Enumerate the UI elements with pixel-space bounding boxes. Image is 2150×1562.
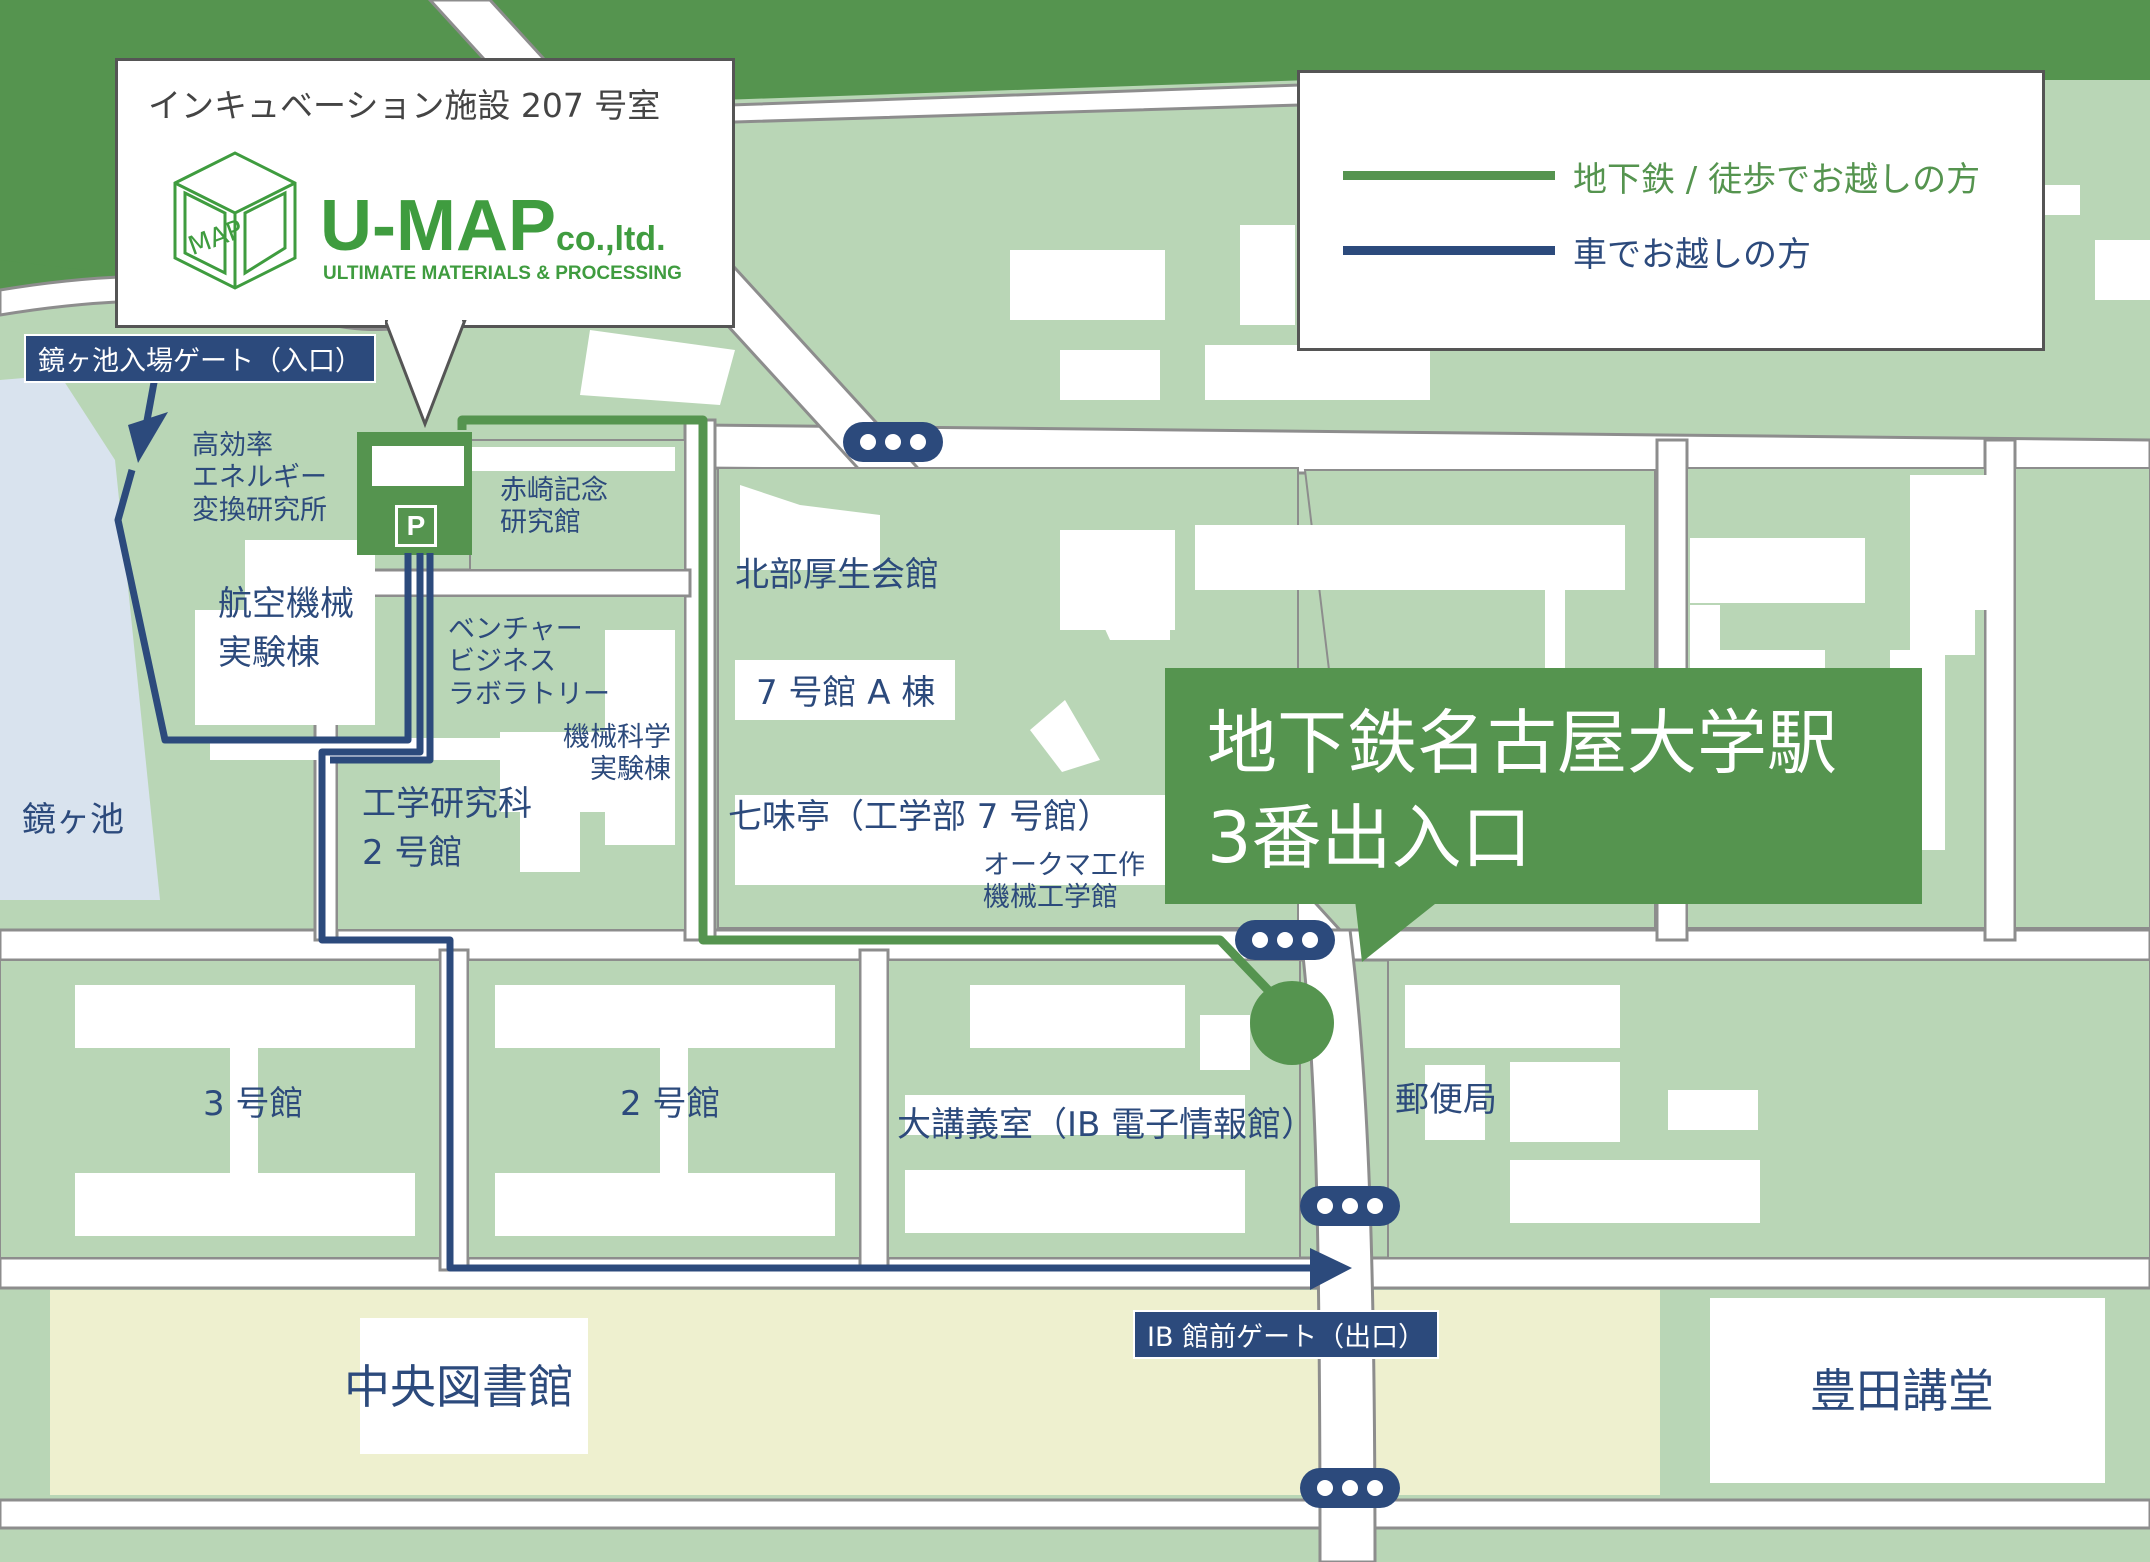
entry-gate-label: 鏡ヶ池入場ゲート（入口） (24, 334, 376, 383)
callout-pointer (385, 320, 467, 429)
station-callout (1165, 668, 1922, 904)
traffic-signal (843, 422, 943, 462)
label-bldg-7a: 7 号館 A 棟 (756, 673, 936, 713)
traffic-signal (1235, 920, 1335, 960)
label-bldg-2: 2 号館 (620, 1084, 721, 1124)
label-energy-institute: 高効率 エネルギー 変換研究所 (192, 430, 327, 526)
station-name-line1: 地下鉄名古屋大学駅 (1207, 702, 1837, 784)
station-callout-pointer (1355, 900, 1440, 962)
logo-mark-text: MAP (184, 215, 247, 262)
label-pond: 鏡ヶ池 (22, 800, 124, 840)
label-aerospace: 航空機械 実験棟 (218, 584, 354, 674)
entry-arrow (128, 412, 168, 463)
station-name: 地下鉄名古屋大学駅 3番出入口 (1207, 696, 1837, 885)
company-logo-subtitle: ULTIMATE MATERIALS & PROCESSING (323, 263, 682, 284)
label-post-office: 郵便局 (1395, 1080, 1497, 1120)
legend-label-car: 車でお越しの方 (1573, 235, 1811, 275)
label-mech-science: 機械科学 実験棟 (563, 722, 671, 786)
label-shichimitei: 七味亭（工学部 7 号館） (728, 797, 1112, 837)
company-callout (115, 58, 735, 328)
company-logo-main: U-MAP (320, 186, 556, 266)
label-lecture-hall: 大講義室（IB 電子情報館） (897, 1105, 1316, 1145)
label-central-library: 中央図書館 (344, 1360, 574, 1414)
station-name-line2: 3番出入口 (1207, 796, 1532, 879)
parking-icon: P (395, 505, 437, 547)
label-okuma: オークマ工作 機械工学館 (983, 850, 1145, 914)
label-akasaki: 赤崎記念 研究館 (500, 475, 608, 539)
legend-line-walk (1343, 171, 1555, 180)
label-toyoda-auditorium: 豊田講堂 (1810, 1364, 1994, 1418)
legend-box (1297, 70, 2045, 351)
company-logo-name: U-MAPco.,ltd. (320, 183, 666, 269)
station-circle (1250, 981, 1334, 1065)
company-logo-suffix: co.,ltd. (555, 220, 666, 258)
label-north-welfare: 北部厚生会館 (735, 555, 939, 595)
label-eng-grad-2: 工学研究科 2 号館 (362, 784, 532, 874)
legend-label-walk: 地下鉄 / 徒歩でお越しの方 (1573, 160, 1981, 200)
exit-arrow (1310, 1248, 1352, 1290)
exit-gate-label: IB 館前ゲート（出口） (1133, 1310, 1440, 1359)
logo-mark: MAP (173, 151, 297, 290)
label-venture-lab: ベンチャー ビジネス ラボラトリー (448, 614, 610, 710)
walk-route (457, 415, 1272, 994)
buildings (75, 120, 2150, 1483)
traffic-signal (1300, 1468, 1400, 1508)
traffic-signal (1300, 1186, 1400, 1226)
pond (0, 375, 160, 900)
label-bldg-3: 3 号館 (203, 1084, 304, 1124)
company-room-label: インキュベーション施設 207 号室 (148, 86, 661, 125)
legend-line-car (1343, 246, 1555, 255)
